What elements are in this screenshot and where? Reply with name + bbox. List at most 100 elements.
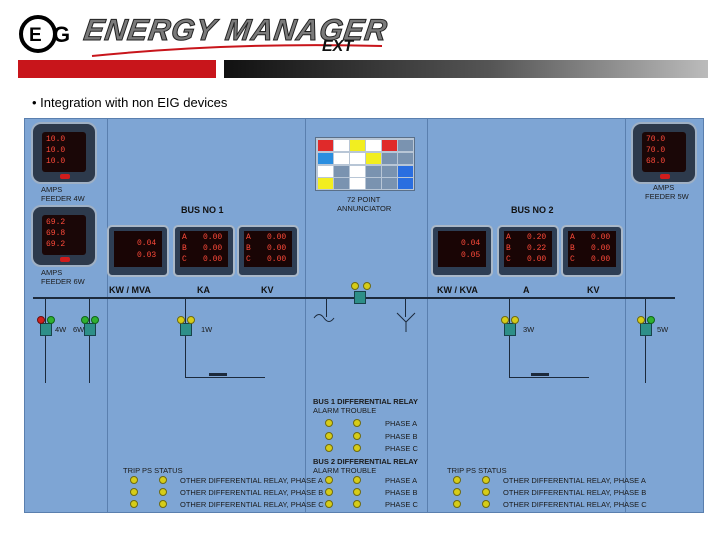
right-ps-led	[482, 488, 490, 496]
diff1-row: PHASE C	[385, 444, 418, 453]
feeder-run	[185, 377, 265, 378]
feeder-6w-label1: AMPS	[41, 268, 63, 277]
diff2-alarm-led	[325, 488, 333, 496]
breaker-4w-led	[37, 316, 45, 324]
svg-text:E: E	[29, 25, 42, 46]
bus2-label-a: A	[523, 285, 530, 295]
diff2-trouble-led	[353, 500, 361, 508]
left-ps-led	[159, 476, 167, 484]
right-trip-led	[453, 500, 461, 508]
bus1-label-v: KV	[261, 285, 274, 295]
breaker-3w-label: 3W	[523, 325, 535, 334]
diff1-alarm-led	[325, 444, 333, 452]
slide-bullet: • Integration with non EIG devices	[32, 95, 228, 110]
brand-subtitle: EXT	[322, 38, 354, 55]
feeder-drop	[509, 297, 510, 377]
diff1-title: BUS 1 DIFFERENTIAL RELAY	[313, 397, 419, 406]
diff1-row: PHASE A	[385, 419, 418, 428]
left-status-cols: TRIP PS STATUS	[123, 466, 183, 475]
transformer-icon	[313, 314, 335, 322]
breaker-6w[interactable]	[84, 323, 96, 336]
breaker-3w-led	[501, 316, 509, 324]
transformer-icon	[396, 312, 416, 332]
bus2-label-v: KV	[587, 285, 600, 295]
right-trip-led	[453, 476, 461, 484]
right-trip-led	[453, 488, 461, 496]
feeder-drop	[185, 297, 186, 377]
feeder-breaker-bar	[209, 373, 227, 376]
left-status-row: OTHER DIFFERENTIAL RELAY, PHASE A	[180, 476, 323, 485]
breaker-1w-led	[177, 316, 185, 324]
bus1-title: BUS NO 1	[181, 205, 224, 215]
svg-text:G: G	[53, 22, 70, 47]
left-trip-led	[130, 476, 138, 484]
diff1-row: PHASE B	[385, 432, 418, 441]
feeder-drop	[89, 297, 90, 383]
diff1-trouble-led	[353, 444, 361, 452]
left-ps-led	[159, 500, 167, 508]
bus1-label-a: KA	[197, 285, 210, 295]
divider	[625, 119, 626, 512]
diff2-row: PHASE B	[385, 488, 418, 497]
diff2-title: BUS 2 DIFFERENTIAL RELAY	[313, 457, 419, 466]
bus2-kw-meter[interactable]: 0.04 0.05	[431, 225, 493, 277]
diff2-row: PHASE A	[385, 476, 418, 485]
right-status-row: OTHER DIFFERENTIAL RELAY, PHASE A	[503, 476, 646, 485]
diff2-trouble-led	[353, 488, 361, 496]
breaker-1w[interactable]	[180, 323, 192, 336]
annunciator-panel[interactable]	[315, 137, 415, 191]
breaker-5w-led	[647, 316, 655, 324]
feeder-4w-label1: AMPS	[41, 185, 63, 194]
bus1-kw-meter[interactable]: 0.04 0.03	[107, 225, 169, 277]
feeder-4w-meter[interactable]: 10.0 10.0 10.0	[31, 122, 97, 184]
left-trip-led	[130, 488, 138, 496]
diff1-alarm-led	[325, 419, 333, 427]
feeder-6w-meter[interactable]: 69.2 69.8 69.2	[31, 205, 97, 267]
breaker-3w[interactable]	[504, 323, 516, 336]
right-status-row: OTHER DIFFERENTIAL RELAY, PHASE C	[503, 500, 647, 509]
feeder-run	[509, 377, 589, 378]
breaker-1w-label: 1W	[201, 325, 213, 334]
left-trip-led	[130, 500, 138, 508]
breaker-5w-label: 5W	[657, 325, 669, 334]
feeder-breaker-bar	[531, 373, 549, 376]
diff1-trouble-led	[353, 419, 361, 427]
diff1-alarm-led	[325, 432, 333, 440]
breaker-4w-led	[47, 316, 55, 324]
brand-swoosh	[91, 44, 383, 57]
breaker-4w-label: 4W	[55, 325, 67, 334]
eig-logo: E G	[19, 15, 70, 53]
bus1-v-meter[interactable]: A B C 0.00 0.00 0.00	[237, 225, 299, 277]
feeder-drop	[645, 297, 646, 383]
left-ps-led	[159, 488, 167, 496]
bus1-a-meter[interactable]: A B C 0.00 0.00 0.00	[173, 225, 235, 277]
divider	[427, 119, 428, 512]
bus2-v-meter[interactable]: A B C 0.00 0.00 0.00	[561, 225, 623, 277]
annunciator-label1: 72 POINT	[347, 195, 381, 204]
breaker-6w-label: 6W	[73, 325, 85, 334]
bus2-label-kw: KW / KVA	[437, 285, 478, 295]
bus2-a-meter[interactable]: A B C 0.20 0.22 0.00	[497, 225, 559, 277]
diff2-row: PHASE C	[385, 500, 418, 509]
diff2-cols: ALARM TROUBLE	[313, 466, 377, 475]
tie-drop	[326, 297, 327, 317]
diff1-cols: ALARM TROUBLE	[313, 406, 377, 415]
annunciator-label2: ANNUNCIATOR	[337, 204, 392, 213]
tie-indicator	[351, 282, 359, 290]
feeder-drop	[45, 297, 46, 383]
breaker-3w-led	[511, 316, 519, 324]
one-line-diagram: 10.0 10.0 10.0 AMPS FEEDER 4W 69.2 69.8 …	[24, 118, 704, 513]
tie-indicator	[363, 282, 371, 290]
divider	[107, 119, 108, 512]
diff1-trouble-led	[353, 432, 361, 440]
bus1-label-kw: KW / MVA	[109, 285, 151, 295]
left-status-row: OTHER DIFFERENTIAL RELAY, PHASE C	[180, 500, 324, 509]
breaker-1w-led	[187, 316, 195, 324]
tie-drop	[405, 297, 406, 317]
diff2-trouble-led	[353, 476, 361, 484]
feeder-5w-meter[interactable]: 70.0 70.0 68.0	[631, 122, 697, 184]
breaker-4w[interactable]	[40, 323, 52, 336]
bus-tie-breaker[interactable]	[354, 291, 366, 304]
breaker-5w[interactable]	[640, 323, 652, 336]
bus2-title: BUS NO 2	[511, 205, 554, 215]
